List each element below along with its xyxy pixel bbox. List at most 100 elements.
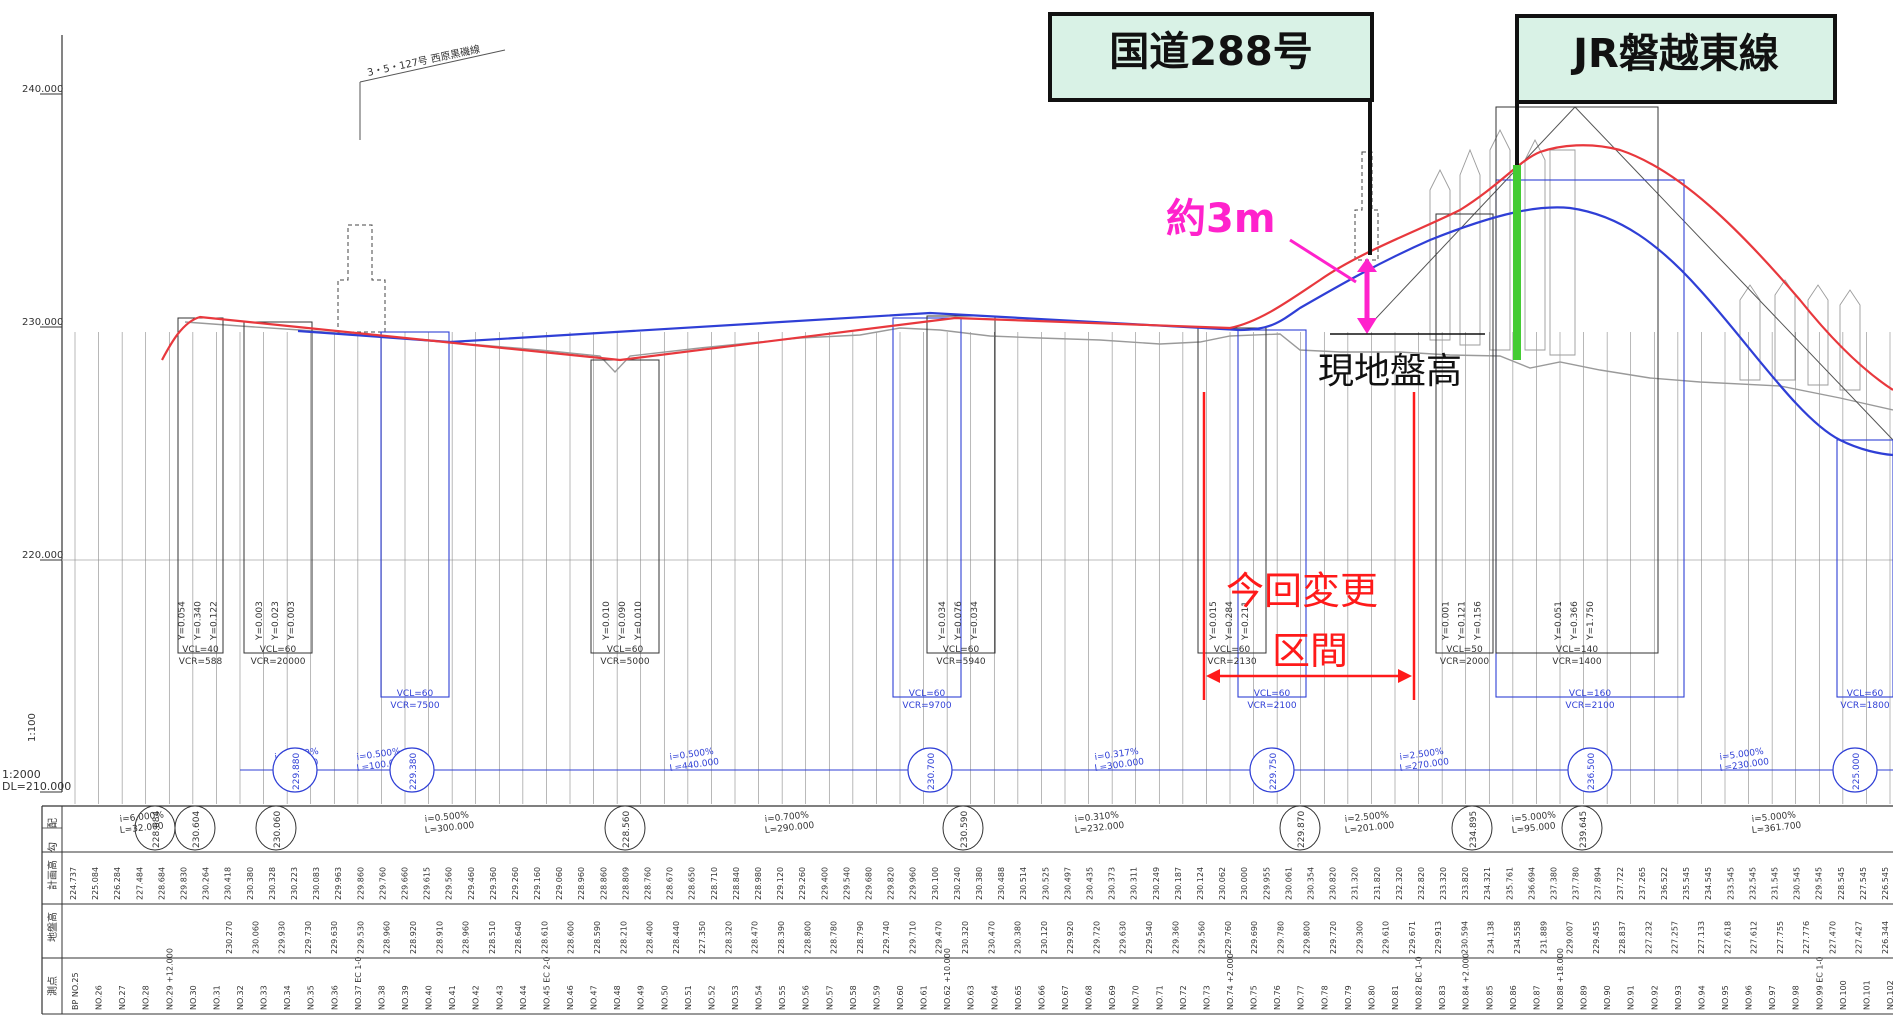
curve-y-bottom: Y=0.034 [970, 601, 980, 641]
curve-vcl-label: VCL=60 [607, 645, 644, 655]
table-row-label: 勾 [46, 842, 59, 852]
station-label: NO.87 [1532, 985, 1541, 1010]
black-gradient-i: i=0.310% [1074, 810, 1120, 825]
ground-height-value: 229.780 [1276, 921, 1285, 954]
station-label: NO.79 [1344, 985, 1353, 1010]
plan-height-value: 229.960 [909, 867, 918, 900]
blue-elevation-value: 229.880 [292, 753, 302, 790]
plan-height-value: 229.680 [865, 867, 874, 900]
curve-y-mid: Y=0.090 [618, 601, 628, 641]
plan-height-value: 228.960 [577, 867, 586, 900]
station-grid [74, 332, 1891, 804]
ground-height-value: 228.780 [830, 921, 839, 954]
curve-vcl-label: VCL=50 [1446, 645, 1483, 655]
plan-height-value: 233.320 [1439, 867, 1448, 900]
elevation-label-230: 230.000 [22, 317, 63, 328]
blue-curve-vcr-label: VCR=2100 [1565, 701, 1614, 711]
blue-curve-vcr-label: VCR=2100 [1247, 701, 1296, 711]
blue-elevation-value: 230.700 [927, 753, 937, 790]
plan-height-value: 231.545 [1771, 867, 1780, 900]
station-label: NO.38 [377, 985, 386, 1010]
ground-height-value: 229.740 [882, 921, 891, 954]
blue-elevation-value: 229.750 [1269, 753, 1279, 790]
ground-height-value: 228.600 [567, 921, 576, 954]
plan-height-value: 230.000 [1240, 867, 1249, 900]
plan-height-value: 229.540 [842, 867, 851, 900]
plan-height-value: 229.400 [820, 867, 829, 900]
ground-height-value: 227.232 [1644, 921, 1653, 954]
station-label: NO.86 [1509, 985, 1518, 1010]
station-label: NO.97 [1768, 985, 1777, 1010]
horizontal-scale-label: 1:2000 [2, 768, 41, 781]
plan-height-value: 235.761 [1505, 867, 1514, 900]
plan-height-value: 228.760 [644, 867, 653, 900]
station-label: NO.49 [637, 985, 646, 1010]
station-label: NO.30 [189, 985, 198, 1010]
station-label: NO.41 [448, 985, 457, 1010]
station-label: NO.37 EC 1-0 [354, 957, 363, 1010]
ground-height-value: 229.671 [1408, 921, 1417, 954]
ground-height-value: 228.960 [462, 921, 471, 954]
blue-curve-vcl-label: VCL=160 [1569, 689, 1611, 699]
plan-height-value: 226.545 [1881, 867, 1890, 900]
station-label: NO.93 [1674, 985, 1683, 1010]
blue-elevation-value: 229.380 [409, 753, 419, 790]
blue-elevation-circle [389, 747, 435, 793]
plan-height-value: 229.820 [887, 867, 896, 900]
plan-height-value: 227.484 [135, 867, 144, 900]
curve-vcr-label: VCR=2130 [1207, 657, 1256, 667]
blue-elevation-circle [272, 747, 318, 793]
curve-y-top: Y=0.034 [938, 601, 948, 641]
plan-height-value: 229.460 [467, 867, 476, 900]
station-label: NO.78 [1320, 985, 1329, 1010]
station-label: NO.50 [660, 985, 669, 1010]
plan-height-value: 230.820 [1329, 867, 1338, 900]
plan-height-value: 229.120 [776, 867, 785, 900]
ground-height-value: 230.270 [225, 921, 234, 954]
ground-height-value: 229.630 [330, 921, 339, 954]
station-label: NO.54 [755, 985, 764, 1010]
plan-height-value: 230.100 [931, 867, 940, 900]
station-label: NO.59 [872, 985, 881, 1010]
curve-y-top: Y=0.010 [602, 601, 612, 641]
change-section-markers [1202, 392, 1416, 700]
curve-y-mid: Y=0.284 [1225, 601, 1235, 641]
ground-height-value: 228.510 [488, 921, 497, 954]
ground-height-value: 228.910 [435, 921, 444, 954]
ground-height-value: 229.300 [1355, 921, 1364, 954]
ground-height-value: 227.350 [698, 921, 707, 954]
plan-height-value: 230.497 [1063, 867, 1072, 900]
plan-height-value: 230.545 [1793, 867, 1802, 900]
plan-height-value: 224.737 [69, 867, 78, 900]
station-label: NO.45 EC 2-0 [542, 957, 551, 1010]
plan-height-value: 229.660 [400, 867, 409, 900]
blue-curve-labels: VCL=60VCR=7500VCL=60VCR=9700VCL=60VCR=21… [390, 689, 1889, 711]
ground-height-value: 227.755 [1776, 921, 1785, 954]
plan-height-value: 230.083 [312, 867, 321, 900]
black-gradient-l: L=32.000 [119, 821, 164, 836]
ground-height-value: 229.913 [1434, 921, 1443, 954]
ground-height-value: 229.610 [1382, 921, 1391, 954]
station-label: NO.94 [1697, 985, 1706, 1010]
ground-height-value: 228.400 [646, 921, 655, 954]
station-label: NO.28 [142, 985, 151, 1010]
plan-height-value: 229.545 [1815, 867, 1824, 900]
station-label: NO.77 [1297, 985, 1306, 1010]
station-label: NO.75 [1250, 985, 1259, 1010]
station-label: NO.100 [1839, 980, 1848, 1010]
plan-height-value: 234.545 [1704, 867, 1713, 900]
plan-height-value: 235.545 [1682, 867, 1691, 900]
curve-y-bottom: Y=0.211 [1241, 601, 1251, 641]
black-gradient-i: i=6.000% [119, 810, 165, 825]
curve-y-bottom: Y=0.156 [1474, 601, 1484, 641]
ground-height-value: 230.120 [1040, 921, 1049, 954]
railway-green-marker [1513, 165, 1521, 360]
blue-elevation-value: 225.000 [1852, 753, 1862, 790]
blue-curve-vcr-label: VCR=9700 [902, 701, 951, 711]
blue-elevation-circle [907, 747, 953, 793]
station-label: NO.44 [519, 985, 528, 1010]
ground-height-value: 228.790 [856, 921, 865, 954]
